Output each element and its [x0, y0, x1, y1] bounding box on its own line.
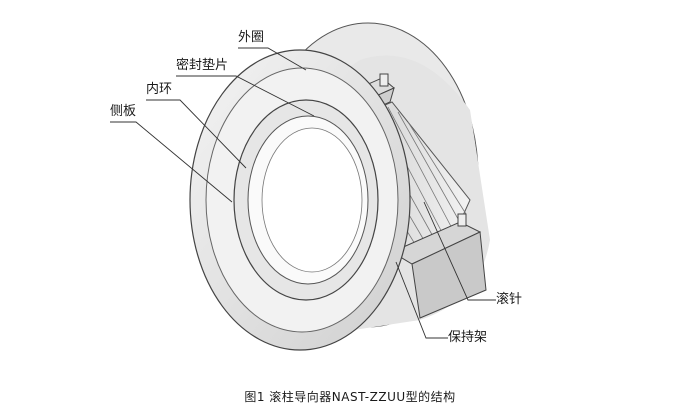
leader-cage [395, 261, 448, 339]
leader-side-plate [110, 121, 233, 203]
front-face [189, 49, 411, 351]
leader-inner-ring [146, 99, 247, 169]
leader-seal-gasket [176, 75, 315, 117]
label-inner-ring: 内环 [146, 82, 173, 97]
leader-roller [423, 201, 496, 301]
label-roller: 滚针 [496, 292, 523, 307]
label-side-plate: 侧板 [110, 104, 137, 119]
leader-lines [110, 47, 496, 339]
figure-caption: 图1 滚柱导向器NAST-ZZUU型的结构 [244, 390, 456, 404]
bore-inner-edge [261, 127, 363, 273]
leader-outer-ring [238, 47, 307, 71]
label-seal-gasket: 密封垫片 [176, 58, 229, 73]
label-cage: 保持架 [448, 330, 488, 345]
label-outer-ring: 外圈 [238, 30, 265, 45]
